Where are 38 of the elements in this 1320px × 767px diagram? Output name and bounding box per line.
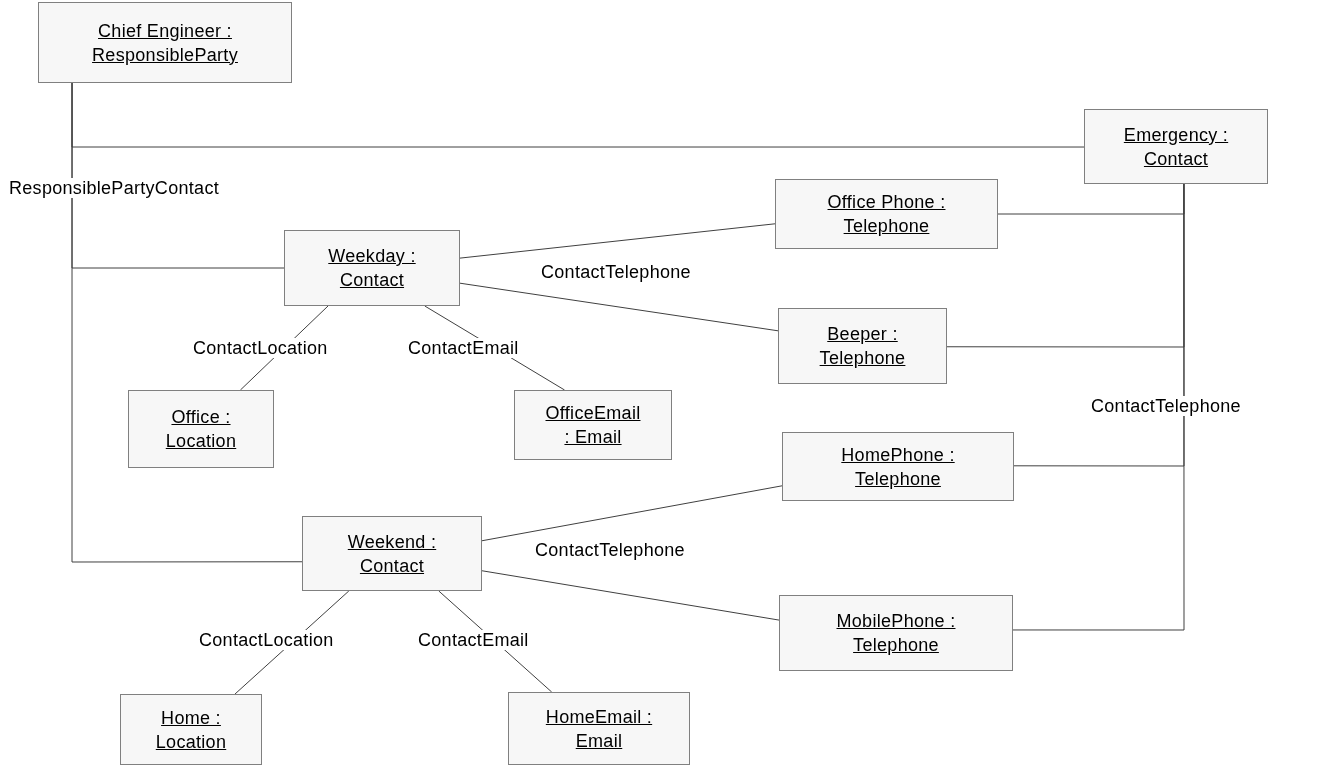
object-box <box>778 308 947 384</box>
edge-label: ContactTelephone <box>534 540 686 560</box>
association-line <box>481 570 780 621</box>
object-box <box>120 694 262 765</box>
object-box <box>38 2 292 83</box>
association-line <box>459 223 776 259</box>
object-box <box>508 692 690 765</box>
object-box <box>779 595 1013 671</box>
object-name: Office Phone : Telephone <box>826 191 947 238</box>
object-name: Beeper : Telephone <box>818 323 907 370</box>
edge-label: ContactEmail <box>417 630 530 650</box>
association-line <box>481 485 783 542</box>
association-line <box>71 82 303 563</box>
edge-label: ContactEmail <box>407 338 520 358</box>
object-box <box>284 230 460 306</box>
object-box <box>775 179 998 249</box>
edge-label: ResponsiblePartyContact <box>8 178 220 198</box>
object-name: Weekday : Contact <box>327 245 417 292</box>
object-box <box>514 390 672 460</box>
object-name: Home : Location <box>154 706 228 754</box>
object-name: HomePhone : Telephone <box>840 443 956 491</box>
object-box <box>1084 109 1268 184</box>
edge-label: ContactTelephone <box>1090 396 1242 416</box>
edge-label: ContactTelephone <box>540 262 692 282</box>
object-box <box>128 390 274 468</box>
object-name: MobilePhone : Telephone <box>835 610 957 657</box>
object-box <box>302 516 482 591</box>
edge-label: ContactLocation <box>198 630 335 650</box>
edge-label: ContactLocation <box>192 338 329 358</box>
object-name: Weekend : Contact <box>346 530 438 578</box>
object-name: Office : Location <box>164 406 238 453</box>
object-name: OfficeEmail : Email <box>544 402 642 449</box>
association-line <box>459 282 779 332</box>
object-name: HomeEmail : Email <box>544 705 654 753</box>
object-name: Chief Engineer : ResponsibleParty <box>91 19 239 67</box>
object-name: Emergency : Contact <box>1122 123 1230 171</box>
object-box <box>782 432 1014 501</box>
association-line <box>1012 183 1185 631</box>
